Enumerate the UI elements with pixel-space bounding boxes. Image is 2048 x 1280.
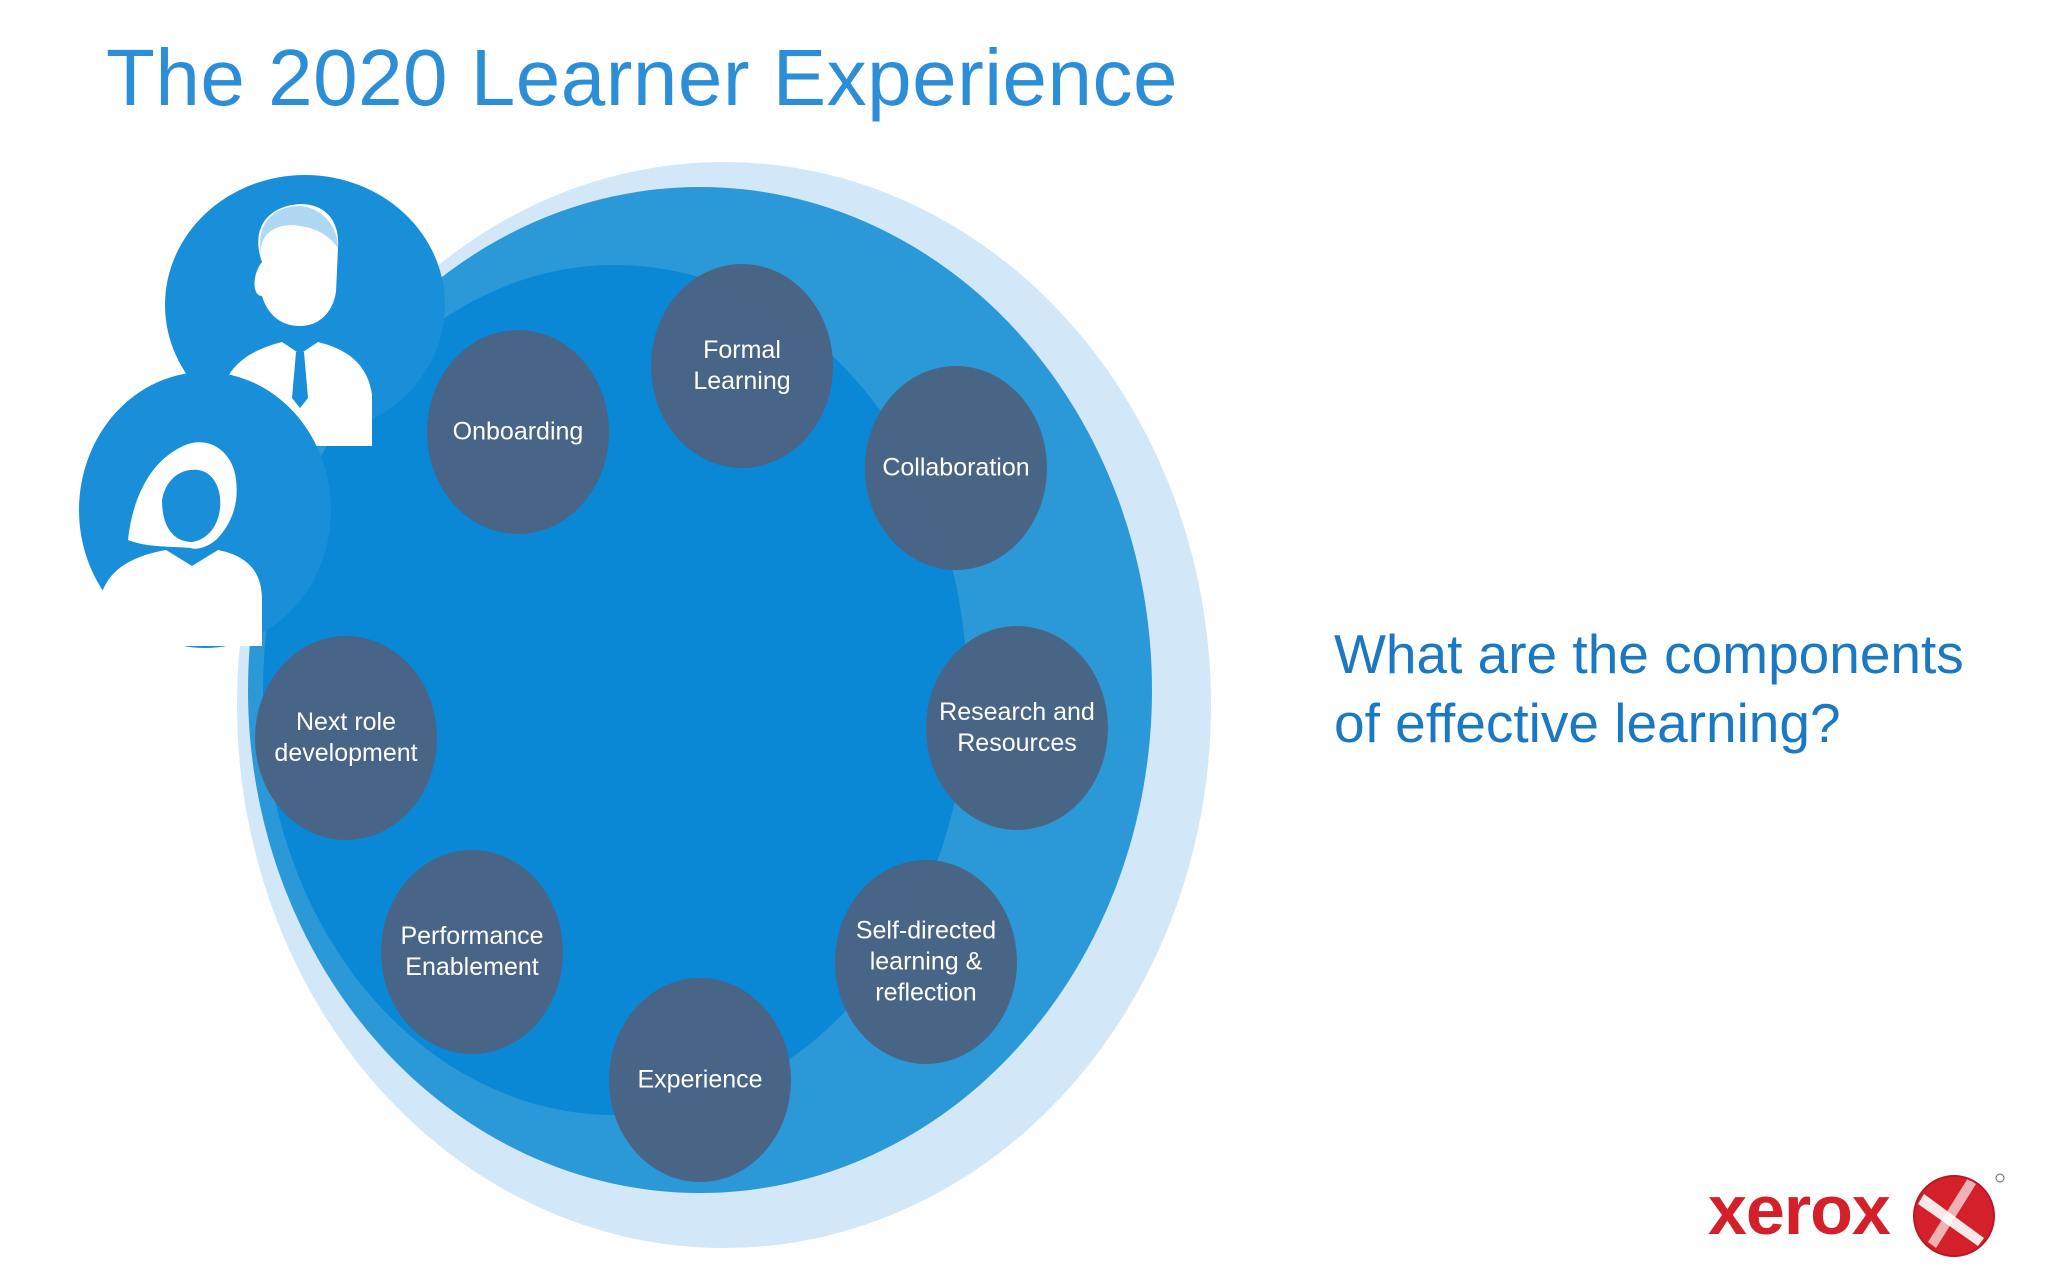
node-self-directed (835, 860, 1017, 1064)
male-person-icon (165, 175, 445, 446)
question-text: What are the components of effective lea… (1334, 620, 2034, 758)
node-label-line: Formal (703, 336, 781, 364)
xerox-logo: xerox (1700, 1160, 2020, 1260)
logo-wordmark: xerox (1708, 1171, 1891, 1249)
node-label-line: Research and (939, 698, 1095, 726)
node-research-resources (926, 626, 1108, 830)
node-label-line: Resources (957, 729, 1077, 757)
node-label-collaboration: Collaboration (861, 453, 1051, 484)
node-label-experience: Experience (605, 1065, 795, 1096)
node-next-role (255, 636, 437, 840)
node-label-line: reflection (875, 978, 977, 1007)
question-line-2: of effective learning? (1334, 692, 1841, 754)
node-formal-learning (651, 264, 833, 468)
node-performance-enablement (381, 850, 563, 1054)
node-label-line: Onboarding (452, 417, 584, 446)
node-label-line: Performance (400, 922, 544, 950)
node-label-line: learning & (869, 947, 983, 976)
node-label-line: Self-directed (855, 916, 997, 945)
node-label-line: Next role (295, 708, 397, 736)
node-onboarding (427, 330, 609, 534)
node-label-next-role: Next role development (251, 707, 441, 769)
female-person-icon (79, 372, 331, 648)
node-label-line: development (274, 739, 418, 767)
question-line-1: What are the components (1334, 623, 1964, 685)
node-label-line: Experience (637, 1065, 763, 1094)
node-experience (609, 978, 791, 1182)
node-label-line: Enablement (405, 953, 539, 981)
xerox-logo-icon (1913, 1173, 2005, 1257)
node-label-onboarding: Onboarding (423, 417, 613, 448)
node-label-line: Collaboration (882, 453, 1030, 482)
node-collaboration (865, 366, 1047, 570)
node-label-line: Learning (693, 367, 791, 395)
page-title: The 2020 Learner Experience (106, 33, 1178, 122)
